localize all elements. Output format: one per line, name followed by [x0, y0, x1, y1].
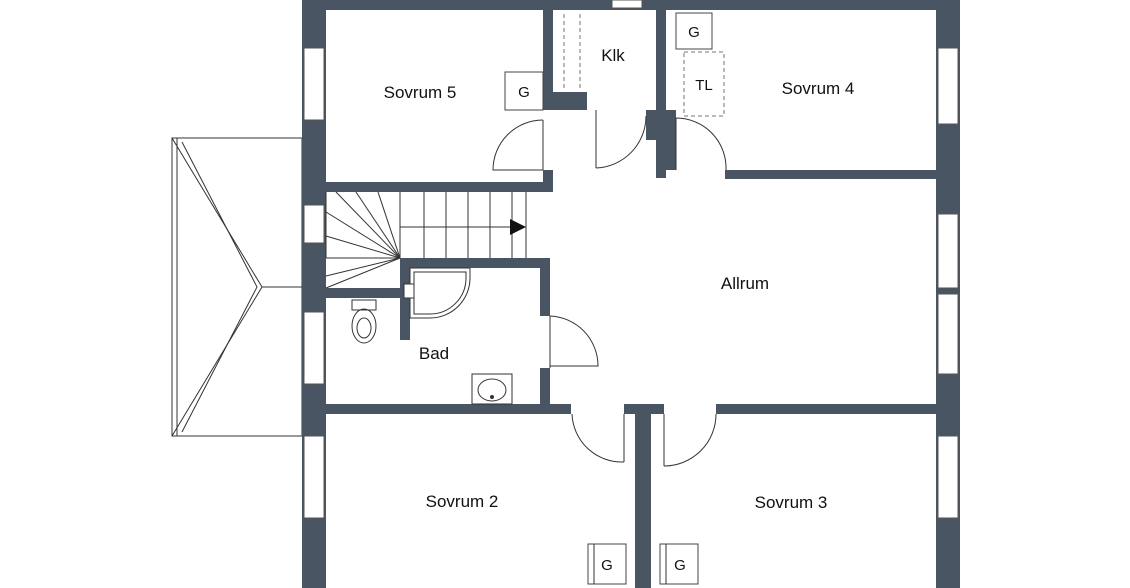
storage-g-sovrum5: G [504, 71, 544, 111]
stair-direction-arrow-icon [510, 219, 526, 235]
vent [611, 0, 643, 9]
interior-walls [326, 10, 936, 588]
room-label-sovrum4: Sovrum 4 [782, 79, 855, 98]
room-label-klk: Klk [601, 46, 625, 65]
shower-valve-icon [403, 283, 415, 299]
storage-g-label: G [674, 557, 686, 574]
room-label-sovrum2: Sovrum 2 [426, 492, 499, 511]
kitchen-counter [563, 14, 581, 88]
sink-icon [471, 373, 513, 405]
room-label-bad: Bad [419, 344, 449, 363]
storage-tl-label: TL [695, 77, 713, 94]
storage-g-label: G [518, 84, 530, 101]
staircase [325, 191, 527, 289]
room-label-sovrum5: Sovrum 5 [384, 83, 457, 102]
windows-right [937, 47, 959, 519]
storage-g-sovrum4: G [675, 12, 713, 50]
windows-left [303, 47, 325, 519]
toilet-icon [351, 299, 377, 344]
storage-g-sovrum3: G [659, 543, 699, 585]
roof-outline [171, 137, 303, 437]
storage-tl: TL [683, 51, 725, 117]
shower [403, 267, 471, 319]
room-label-sovrum3: Sovrum 3 [755, 493, 828, 512]
storage-g-label: G [601, 557, 613, 574]
doors [492, 110, 727, 467]
storage-g-sovrum2: G [587, 543, 627, 585]
storage-g-label: G [688, 24, 700, 41]
room-label-allrum: Allrum [721, 274, 769, 293]
